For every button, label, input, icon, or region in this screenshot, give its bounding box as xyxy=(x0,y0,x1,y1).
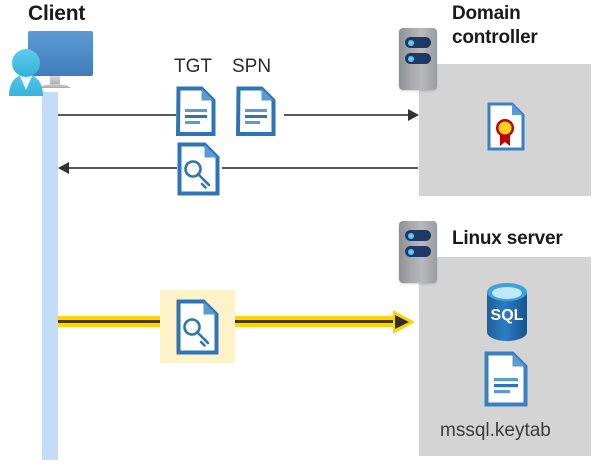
rack-led xyxy=(408,39,414,46)
client-title: Client xyxy=(28,2,86,25)
response-key-document-icon xyxy=(177,142,221,196)
rack-slot xyxy=(405,37,431,48)
rack-slot xyxy=(405,230,431,241)
rack-led xyxy=(408,232,414,239)
tgt-label: TGT xyxy=(174,56,212,77)
server-rack-icon-linux-server xyxy=(399,221,437,283)
rack-led xyxy=(408,248,414,255)
domain-controller-title-line1: Domain xyxy=(452,3,521,24)
sql-database-icon: SQL xyxy=(483,283,531,346)
service-ticket-arrowhead-core xyxy=(395,315,409,329)
keytab-document-icon xyxy=(484,351,528,407)
sql-database-label: SQL xyxy=(491,307,524,324)
service-ticket-bar-core xyxy=(235,320,395,323)
service-ticket-bar-left xyxy=(58,316,160,327)
request-line-segment-left xyxy=(58,114,176,116)
user-monitor-icon xyxy=(6,26,102,98)
tgt-document-icon xyxy=(176,86,216,136)
client-lifeline xyxy=(42,92,58,460)
domain-controller-title: Domain controller xyxy=(452,2,538,50)
spn-document-icon xyxy=(236,86,276,136)
service-ticket-key-document-icon xyxy=(176,299,220,355)
rack-led xyxy=(408,55,414,62)
certificate-icon xyxy=(487,102,525,151)
linux-server-title: Linux server xyxy=(452,228,563,249)
keytab-file-label: mssql.keytab xyxy=(440,420,551,441)
rack-slot xyxy=(405,53,431,64)
response-arrowhead xyxy=(58,162,69,174)
domain-controller-title-line2: controller xyxy=(452,27,538,48)
response-line-segment-right xyxy=(222,167,418,169)
request-line-segment-right xyxy=(284,114,408,116)
request-arrowhead xyxy=(408,109,419,121)
service-ticket-arrowhead xyxy=(393,310,415,334)
server-rack-icon-domain-controller xyxy=(399,28,437,90)
rack-slot xyxy=(405,246,431,257)
response-line-segment-left xyxy=(69,167,177,169)
service-ticket-bar-right xyxy=(235,316,395,327)
spn-label: SPN xyxy=(232,56,272,77)
service-ticket-bar-core xyxy=(58,320,160,323)
